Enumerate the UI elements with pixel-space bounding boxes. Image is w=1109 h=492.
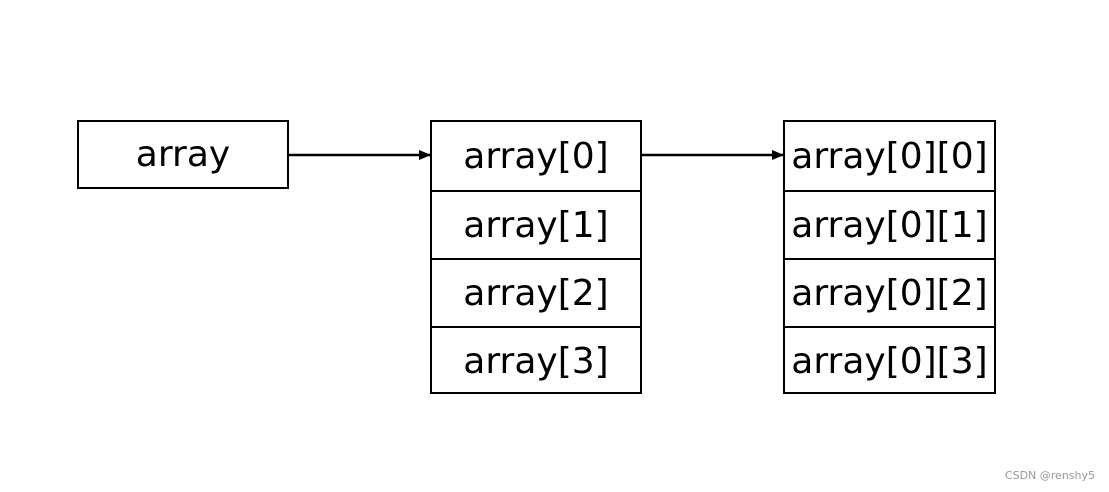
- array-level1-column: array[0] array[1] array[2] array[3]: [430, 120, 642, 394]
- array-level2-cell: array[0][2]: [785, 258, 994, 326]
- watermark-text: CSDN @renshy5: [1004, 469, 1095, 482]
- array-root-box: array: [77, 120, 289, 189]
- array-level2-column: array[0][0] array[0][1] array[0][2] arra…: [783, 120, 996, 394]
- array-level1-cell: array[2]: [432, 258, 640, 326]
- array-level2-cell: array[0][0]: [791, 135, 988, 177]
- array-root-label: array: [135, 134, 231, 175]
- array-level2-cell: array[0][3]: [785, 326, 994, 394]
- array-level1-cell: array[3]: [432, 326, 640, 394]
- array-level2-cell: array[0][1]: [785, 190, 994, 258]
- array-level1-cell: array[1]: [432, 190, 640, 258]
- array-level1-cell: array[0]: [463, 135, 609, 177]
